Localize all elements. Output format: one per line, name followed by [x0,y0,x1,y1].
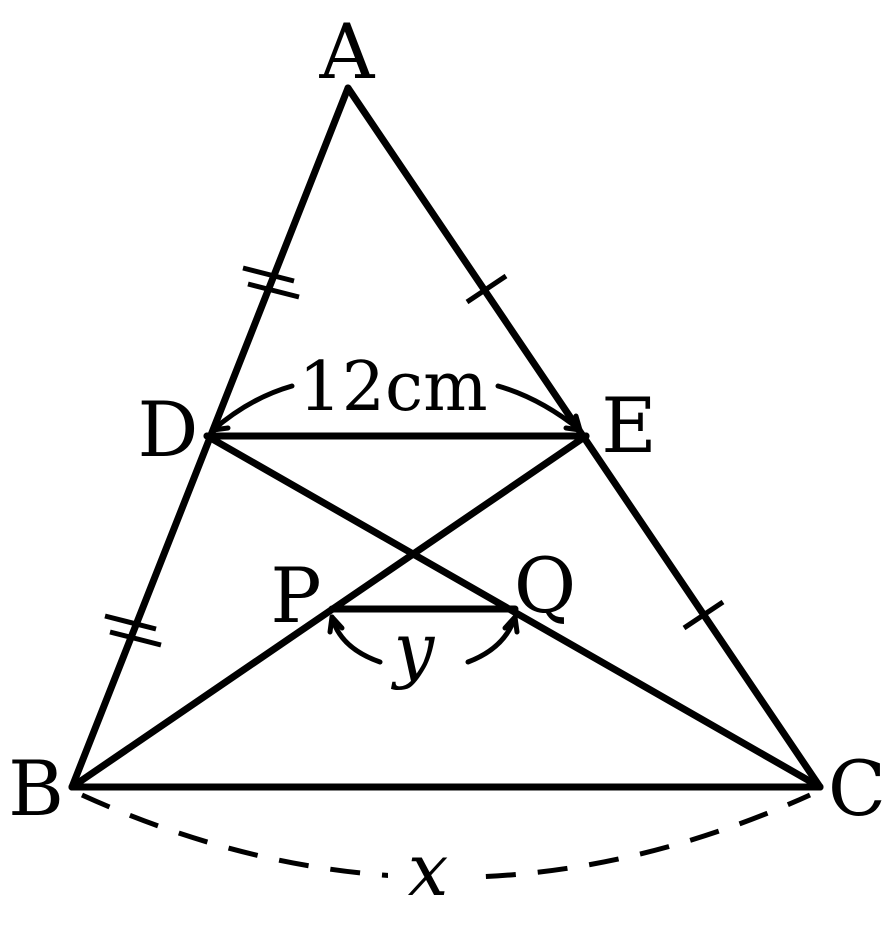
point-b-label: B [8,744,64,833]
pq-length-label: y [391,607,436,691]
double-tick-lower [104,613,162,648]
bc-label-gap [388,842,470,904]
single-tick-lower [682,599,725,631]
de-length-label: 12cm [298,348,487,427]
segment-eb [68,432,590,791]
point-q-label: Q [514,541,576,630]
point-d-label: D [138,385,199,474]
pq-measure-arc [327,614,520,665]
de-measure-arc [210,383,583,433]
point-p-label: P [270,551,321,640]
single-tick-upper [465,273,508,305]
point-a-label: A [319,7,376,96]
double-tick-upper [242,265,300,300]
point-c-label: C [828,744,886,833]
bc-length-label: x [408,828,449,912]
point-e-label: E [601,381,656,470]
